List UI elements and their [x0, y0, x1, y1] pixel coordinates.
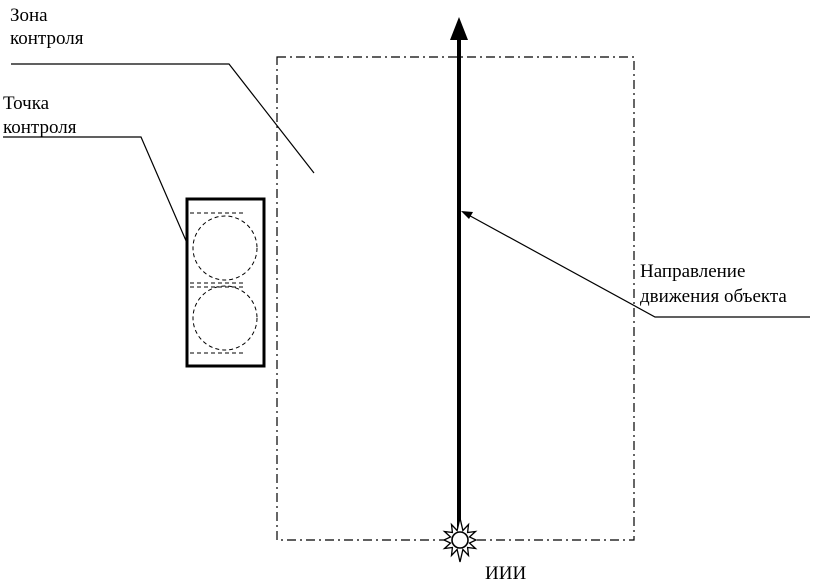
radiation-source-icon — [442, 517, 478, 563]
source-label: ИИИ — [485, 563, 526, 581]
control-point-label-line1: Точка — [3, 93, 50, 114]
control-zone-label-line1: Зона — [10, 5, 48, 26]
control-zone-label-line2: контроля — [10, 28, 84, 49]
movement-direction-leader — [462, 211, 810, 318]
control-zone-leader — [11, 63, 315, 174]
movement-direction-label-line2: движения объекта — [640, 286, 787, 307]
detector-circle-bottom — [192, 285, 258, 351]
control-zone-boundary — [276, 56, 635, 541]
movement-direction-label-line1: Направление — [640, 261, 745, 282]
control-point-device — [185, 197, 266, 368]
movement-axis-arrowhead — [450, 17, 468, 40]
control-point-leader — [3, 136, 188, 244]
detector-circle-top — [192, 215, 258, 281]
movement-direction-leader-arrowhead — [461, 211, 473, 219]
control-point-label-line2: контроля — [3, 117, 77, 138]
